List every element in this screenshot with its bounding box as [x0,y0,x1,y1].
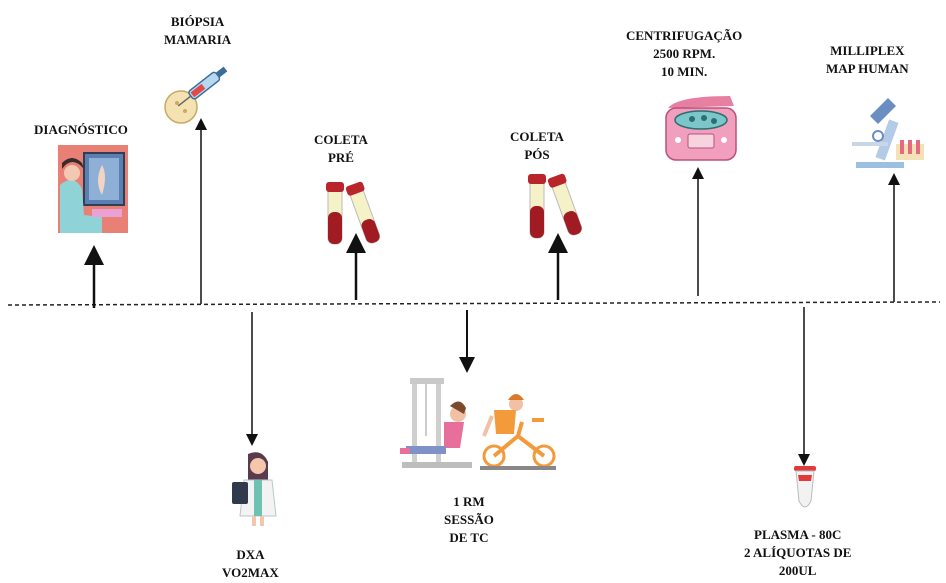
tube-icon [794,466,816,508]
doctor-clipboard-icon [232,452,277,526]
blood-tubes-icon [528,173,583,239]
label-line: PLASMA - 80C [754,527,842,542]
exercise-icon [400,378,556,470]
label-milliplex: MILLIPLEX MAP HUMAN [826,42,909,78]
label-line: DXA [236,547,265,562]
label-line: PÓS [524,147,550,162]
label-line: VO2MAX [222,565,279,580]
label-line: MAMARIA [164,32,232,47]
label-sessao: 1 RM SESSÃO DE TC [444,493,494,547]
centrifuge-icon [665,96,737,161]
label-line: 1 RM [453,494,485,509]
label-line: COLETA [510,129,564,144]
label-biopsia: BIÓPSIA MAMARIA [164,13,231,49]
label-line: MILLIPLEX [830,43,905,58]
timeline-line [7,301,941,306]
blood-tubes-icon [326,181,381,245]
label-plasma: PLASMA - 80C 2 ALÍQUOTAS DE 200UL [744,526,851,580]
syringe-icon [164,66,228,124]
label-dxa: DXA VO2MAX [222,546,279,582]
label-coleta-pos: COLETA PÓS [510,128,564,164]
label-line: BIÓPSIA [170,14,225,29]
label-line: 2500 RPM. [653,46,716,61]
label-coleta-pre: COLETA PRÉ [314,131,368,167]
label-line: MAP HUMAN [826,61,909,76]
label-line: DE TC [449,530,489,545]
label-line: COLETA [314,132,368,147]
label-diagnostico: DIAGNÓSTICO [34,121,128,139]
label-line: 200UL [778,563,817,578]
microscope-icon [852,98,924,168]
doctor-monitor-icon [58,145,128,233]
label-centrifugacao: CENTRIFUGAÇÃO 2500 RPM. 10 MIN. [626,27,742,81]
label-line: CENTRIFUGAÇÃO [626,28,743,43]
label-line: DIAGNÓSTICO [34,122,128,137]
label-line: 10 MIN. [661,64,708,79]
label-line: SESSÃO [444,512,494,527]
label-line: PRÉ [327,150,354,165]
label-line: 2 ALÍQUOTAS DE [744,545,852,560]
